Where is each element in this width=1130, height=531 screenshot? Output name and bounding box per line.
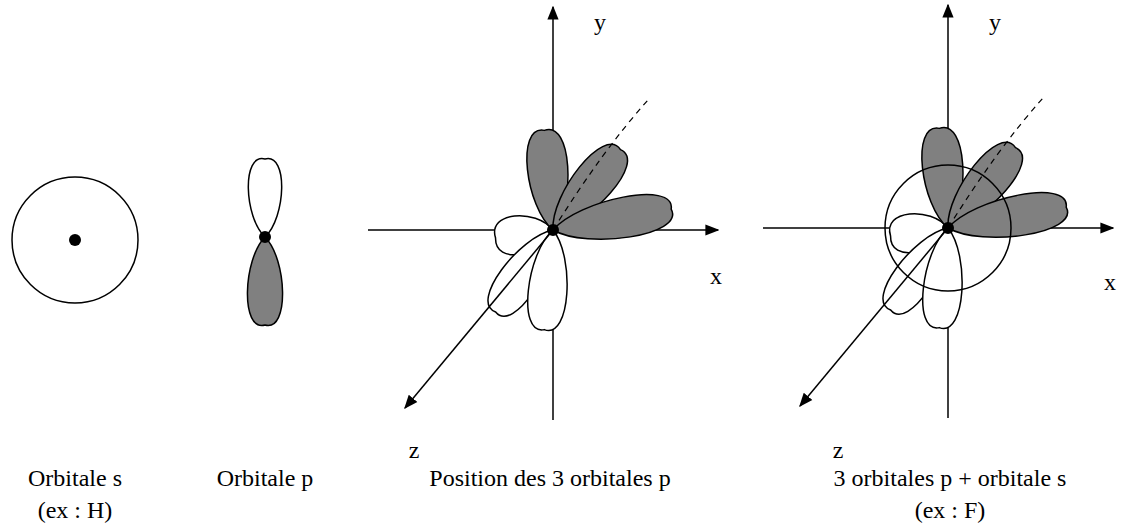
axis-arrow bbox=[405, 230, 553, 408]
caption: Position des 3 orbitales p bbox=[429, 466, 670, 490]
caption: 3 orbitales p + orbitale s bbox=[834, 466, 1067, 490]
caption-example: (ex : H) bbox=[38, 498, 113, 522]
dashed-direction bbox=[948, 98, 1043, 228]
nucleus-dot bbox=[69, 234, 81, 246]
axis-name: y bbox=[989, 10, 1001, 34]
s-orbital bbox=[885, 165, 1011, 291]
caption-example: (ex : F) bbox=[915, 498, 986, 522]
orbital-lobe-white bbox=[528, 230, 567, 331]
s-orbital bbox=[12, 177, 138, 303]
axis-name: z bbox=[409, 438, 420, 462]
orbital-lobe-white bbox=[923, 228, 962, 329]
caption: Orbitale s bbox=[28, 466, 122, 490]
nucleus-dot bbox=[547, 224, 559, 236]
nucleus-dot bbox=[942, 222, 954, 234]
axis-name: x bbox=[710, 264, 722, 288]
panels bbox=[12, 5, 1113, 420]
orbital-lobe-shaded bbox=[247, 237, 282, 325]
nucleus-dot bbox=[259, 231, 271, 243]
caption: Orbitale p bbox=[217, 466, 314, 490]
dashed-direction bbox=[553, 100, 648, 230]
orbital-lobe-white bbox=[248, 159, 281, 237]
axis-name: x bbox=[1104, 270, 1116, 294]
axis-name: y bbox=[594, 10, 606, 34]
axis-name: z bbox=[833, 438, 844, 462]
axis-arrow bbox=[800, 228, 948, 406]
